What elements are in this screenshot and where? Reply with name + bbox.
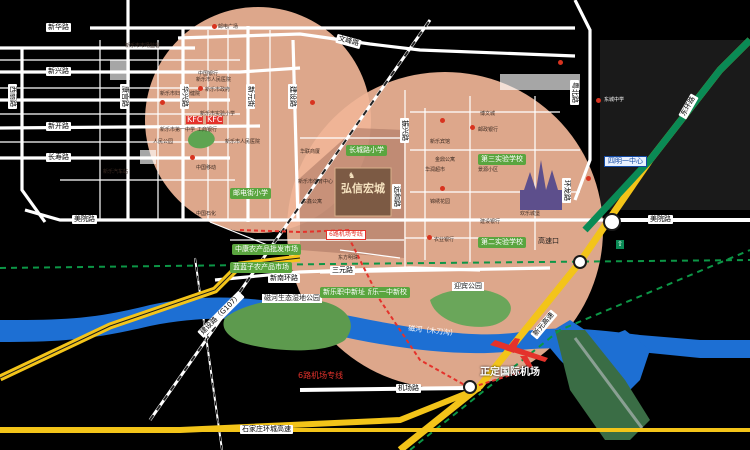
- airport-express-box: 6路机场专线: [326, 230, 366, 240]
- poi-marker: [440, 118, 445, 123]
- project-block: [334, 167, 392, 217]
- road-label-xili: 西丽路: [8, 84, 17, 109]
- poi-label: 金鼎公寓: [435, 157, 456, 163]
- airport-express-label: 6路机场专线: [298, 371, 344, 380]
- airplane-icon: [490, 338, 548, 368]
- toll-icon: ⇧: [616, 240, 624, 249]
- poi-label: 邮电广场: [218, 24, 239, 30]
- poi-label: 新乐市第一中学: [160, 127, 196, 133]
- changcheng-primary-label: 长城路小学: [346, 145, 387, 156]
- wetland-green: [223, 298, 351, 351]
- poi-label: 新乐汽车站: [103, 169, 129, 175]
- park-green-1: [188, 129, 215, 149]
- poi-label: 东城中学: [604, 97, 625, 103]
- restaurant-icon: KFC: [206, 115, 224, 124]
- poi-label: 中国石化: [196, 211, 217, 217]
- park-green-2: [430, 288, 511, 327]
- poi-marker: [310, 100, 315, 105]
- wetland-label: 磁河生态湿地公园: [262, 294, 322, 303]
- castle-label: 欢乐城堡: [520, 211, 541, 217]
- city-roads: [0, 0, 605, 282]
- poi-label: 新乐市体育中心: [298, 179, 334, 185]
- poi-label: 工商银行: [197, 127, 218, 133]
- poi-marker: [190, 155, 195, 160]
- no1-middle-label: 新乐一中新校: [362, 287, 410, 298]
- poi-label: 新乐市人民医院: [225, 139, 261, 145]
- poi-marker: [586, 176, 591, 181]
- kfc-icon: KFC: [186, 115, 204, 124]
- poi-marker: [596, 98, 601, 103]
- road-label-yuebei: 粤北路: [570, 80, 579, 105]
- castle-icon: [520, 160, 562, 210]
- poi-label: 景源小区: [478, 167, 499, 173]
- green-dashed-rail-1: [0, 259, 750, 269]
- poi-label: 新乐市人民医院: [196, 77, 232, 83]
- road-label-huanlong: 环龙路: [562, 178, 571, 203]
- project-title: 弘信宏城: [341, 182, 385, 195]
- road-label-jichang: 机场路: [396, 384, 421, 393]
- road-label-ring-highway: 石家庄环城高速: [240, 425, 293, 434]
- no2-school-label: 第二实验学校: [478, 237, 526, 248]
- poi-label: 新乐市政府: [205, 87, 231, 93]
- poi-label: 华联商厦: [300, 149, 321, 155]
- airport-label: 正定国际机场: [480, 367, 540, 378]
- airport-express-line: [344, 229, 521, 390]
- siyou-middle-label: 四明一中心: [604, 156, 647, 167]
- poi-marker: [558, 60, 563, 65]
- vegetable-market-label: 蓝蓝子农产品市场: [230, 262, 292, 273]
- poi-label: 三鑫公寓: [302, 199, 323, 205]
- road-label-huaxing: 华兴路: [180, 84, 189, 109]
- road-label-xinnan-ring: 新南环路: [268, 274, 300, 283]
- poi-marker: [440, 186, 445, 191]
- farm-market-label: 中康农产品批发市场: [232, 244, 301, 255]
- poi-label: 邮政银行: [478, 127, 499, 133]
- poi-label: 新乐宾馆: [430, 139, 451, 145]
- road-label-yuanhe: 远和路: [392, 184, 401, 209]
- poi-marker: [212, 24, 217, 29]
- no3-school-label: 第三实验学校: [478, 154, 526, 165]
- road-label-zhenxing: 振兴路: [400, 118, 409, 143]
- poi-label: 博文城: [480, 111, 496, 117]
- poi-marker: [198, 86, 203, 91]
- horse-icon: ♞: [348, 171, 356, 180]
- road-label-xinxing: 新兴路: [46, 67, 71, 76]
- road-label-sanyuan: 三元路: [330, 266, 355, 275]
- yingbin-park-label: 迎宾公园: [452, 282, 484, 291]
- poi-label: 建设银行: [480, 219, 501, 225]
- vocational-school-label: 新乐职中新址: [320, 287, 368, 298]
- poi-label: 东方明珠: [338, 255, 359, 261]
- youzheng-primary-label: 邮电街小学: [230, 188, 271, 199]
- poi-label: 锦绣花园: [430, 199, 451, 205]
- road-label-xinkai: 新开路: [46, 122, 71, 131]
- poi-label: 新乐市市场监督: [125, 43, 161, 49]
- poi-label: 中国银行: [198, 71, 219, 77]
- road-label-meiyuan-east: 美院路: [648, 215, 673, 224]
- poi-label: 中国移动: [196, 165, 217, 171]
- road-label-changshou: 长寿路: [46, 153, 71, 162]
- poi-label: 农业银行: [434, 237, 455, 243]
- road-label-xinyuan-street: 新元街: [246, 84, 255, 109]
- airport-area: [555, 330, 650, 440]
- poi-marker: [427, 235, 432, 240]
- highway-exit-label: 高速口: [538, 237, 559, 245]
- poi-marker: [470, 125, 475, 130]
- poi-label: 华润超市: [425, 167, 446, 173]
- poi-label: 人民公园: [153, 139, 174, 145]
- railway-lines: [148, 19, 432, 450]
- road-label-meiyuan-west: 美院路: [72, 215, 97, 224]
- green-dashed-rail-2: [409, 249, 750, 450]
- road-label-xinhua: 新华路: [46, 23, 71, 32]
- jichang-road: [0, 385, 482, 433]
- poi-marker: [160, 100, 165, 105]
- road-label-jianshe: 建设路: [288, 84, 297, 109]
- poi-label: 新乐市实验小学: [200, 111, 236, 117]
- road-label-kanggong: 康宫路: [120, 84, 129, 109]
